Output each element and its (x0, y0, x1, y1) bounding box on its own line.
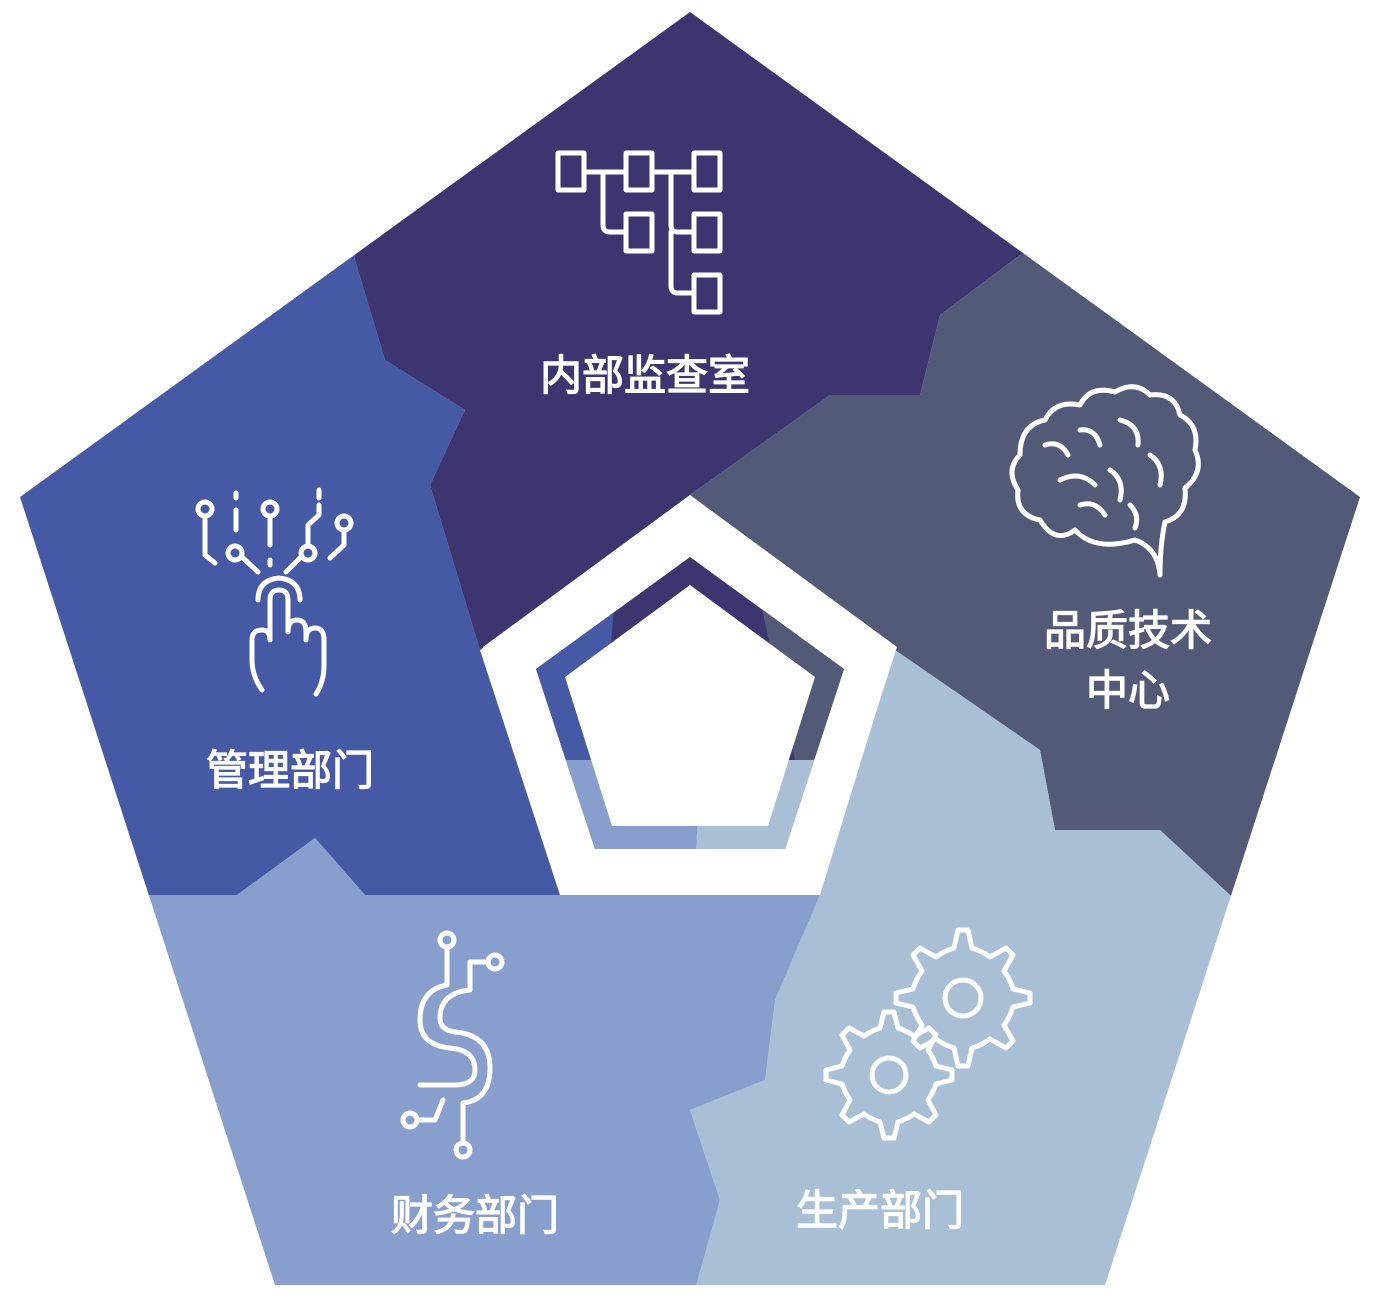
circuit-dollar-icon (400, 930, 505, 1160)
label-internal-audit: 内部监查室 (540, 351, 750, 400)
brain-icon (1009, 384, 1201, 578)
org-chart-icon (555, 150, 723, 315)
label-quality-tech-line2: 中心 (1086, 666, 1170, 715)
label-quality-tech-line1: 品质技术 (1044, 606, 1212, 655)
label-management: 管理部门 (206, 746, 374, 795)
label-production: 生产部门 (796, 1186, 964, 1235)
label-finance: 财务部门 (391, 1191, 559, 1240)
gears-icon (823, 927, 1033, 1141)
touch-circuit-icon (195, 487, 354, 697)
